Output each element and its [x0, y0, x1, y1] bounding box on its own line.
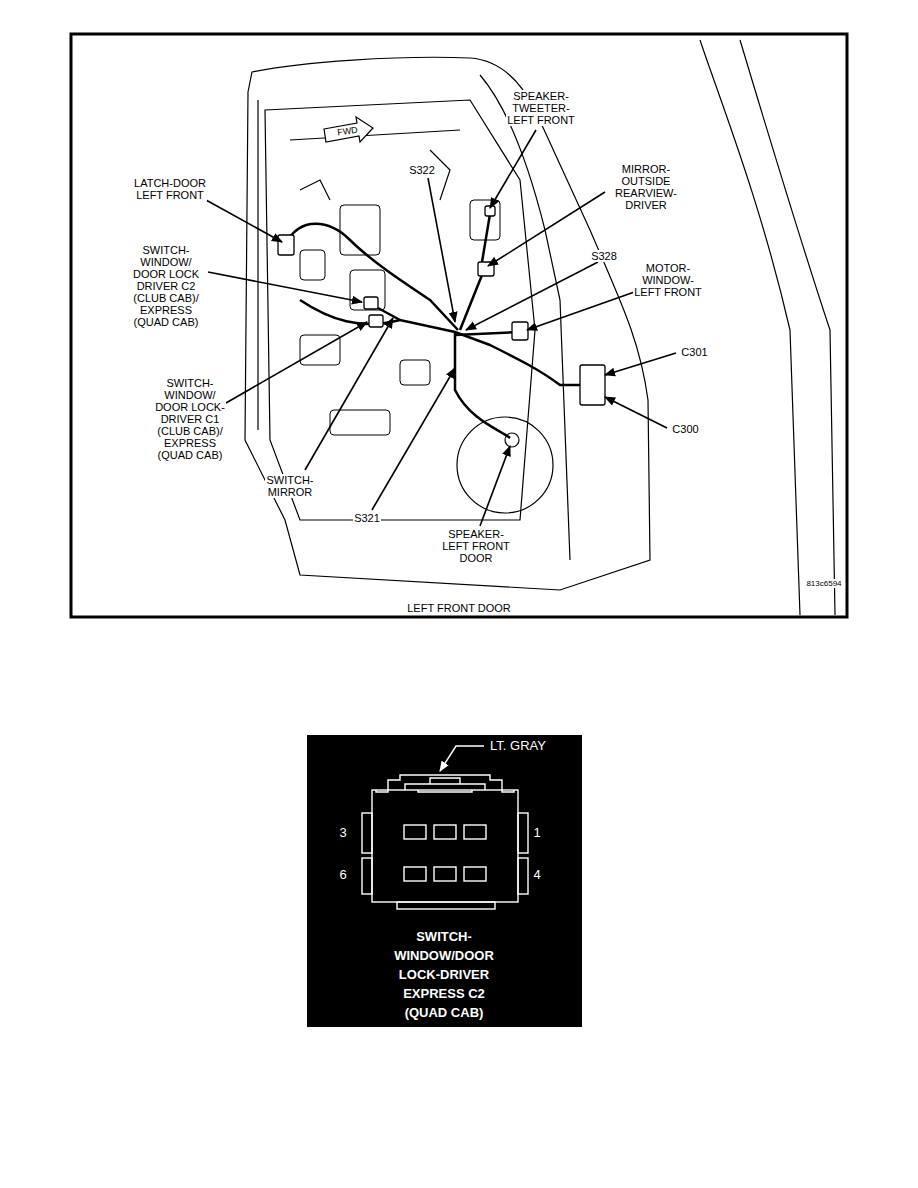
color-label: LT. GRAY	[489, 738, 547, 753]
access-hole	[300, 250, 325, 280]
speaker-ring	[457, 417, 553, 513]
forward-arrow	[324, 117, 373, 142]
part-label: SWITCH- WINDOW/ DOOR LOCK- DRIVER C1 (CL…	[154, 377, 226, 461]
leader-line	[605, 353, 676, 375]
leader-line	[372, 368, 455, 510]
part-label: SPEAKER- LEFT FRONT DOOR	[441, 528, 511, 564]
connector-outline	[404, 867, 426, 881]
leader-line	[466, 262, 598, 330]
connector-panel	[307, 735, 582, 1027]
harness-wire	[482, 214, 490, 262]
door-outline	[245, 40, 835, 615]
leader-line	[206, 200, 282, 242]
leader-lines	[206, 130, 676, 526]
door-line	[290, 130, 460, 140]
connector-outline	[397, 902, 495, 909]
part-label: MIRROR- OUTSIDE REARVIEW- DRIVER	[614, 163, 678, 211]
connector-outline	[434, 867, 456, 881]
connector-body	[278, 235, 294, 255]
connector-body	[512, 322, 528, 340]
connector-outline	[362, 813, 372, 853]
connector-body	[580, 365, 605, 405]
leader-line	[440, 746, 484, 771]
connector-outline	[434, 825, 456, 839]
door-line	[740, 40, 835, 615]
door-line	[300, 180, 330, 200]
latch-outline	[405, 784, 485, 790]
access-hole	[300, 335, 340, 365]
access-hole	[400, 360, 430, 385]
connector-title: SWITCH- WINDOW/DOOR LOCK-DRIVER EXPRESS …	[393, 927, 495, 1022]
leader-line	[305, 318, 393, 470]
leader-line	[490, 130, 536, 208]
harness-wire	[285, 224, 458, 330]
access-hole	[350, 270, 385, 310]
connector-label: C300	[671, 423, 700, 435]
figure-caption: LEFT FRONT DOOR	[406, 602, 512, 614]
leader-line	[605, 397, 667, 428]
leader-line	[428, 178, 455, 322]
connector-face	[362, 775, 528, 909]
leader-line	[527, 290, 640, 330]
panel-holes	[300, 200, 500, 435]
connector-outline	[372, 790, 518, 902]
splice-label: S321	[353, 512, 381, 524]
wiring-harness	[285, 214, 590, 438]
speaker-symbol	[457, 417, 553, 513]
leader-line	[226, 322, 367, 403]
connector-outline	[518, 858, 528, 894]
access-hole	[330, 410, 390, 435]
door-line	[245, 57, 650, 590]
connector-label: C301	[680, 346, 709, 358]
part-label: SWITCH- WINDOW/ DOOR LOCK DRIVER C2 (CLU…	[132, 244, 201, 328]
harness-wire	[455, 332, 520, 335]
connectors	[278, 206, 605, 405]
pin-number: 6	[338, 867, 348, 882]
leader-line	[480, 446, 510, 526]
access-hole	[340, 205, 380, 255]
leader-line	[208, 272, 362, 302]
pin-number: 3	[338, 825, 348, 840]
pin-number: 4	[532, 867, 542, 882]
splice-label: S328	[590, 250, 618, 262]
harness-wire	[455, 332, 510, 438]
connector-outline	[362, 858, 372, 894]
connector-outline	[464, 867, 486, 881]
part-label: LATCH-DOOR LEFT FRONT	[133, 177, 207, 201]
panel-frame	[71, 34, 847, 617]
latch-outline	[430, 778, 460, 784]
connector-body	[369, 315, 383, 327]
connector-outline	[404, 825, 426, 839]
figure-number: 813c6594	[805, 579, 843, 588]
door-line	[265, 100, 535, 520]
connector-body	[364, 297, 378, 309]
access-hole	[470, 200, 500, 240]
part-label: SWITCH- MIRROR	[265, 474, 315, 498]
connector-outline	[518, 813, 528, 853]
harness-wire	[300, 300, 590, 385]
part-label: MOTOR- WINDOW- LEFT FRONT	[633, 262, 703, 298]
door-line	[560, 300, 570, 560]
splice-label: S322	[408, 164, 436, 176]
direction-label: FWD	[335, 124, 359, 137]
part-label: SPEAKER- TWEETER- LEFT FRONT	[506, 90, 576, 126]
door-line	[257, 100, 258, 430]
door-line	[700, 40, 800, 615]
latch-outline	[376, 775, 514, 792]
leader-line	[488, 192, 605, 266]
pin-number: 1	[532, 825, 542, 840]
latch-outline	[418, 790, 472, 792]
connector-outline	[464, 825, 486, 839]
